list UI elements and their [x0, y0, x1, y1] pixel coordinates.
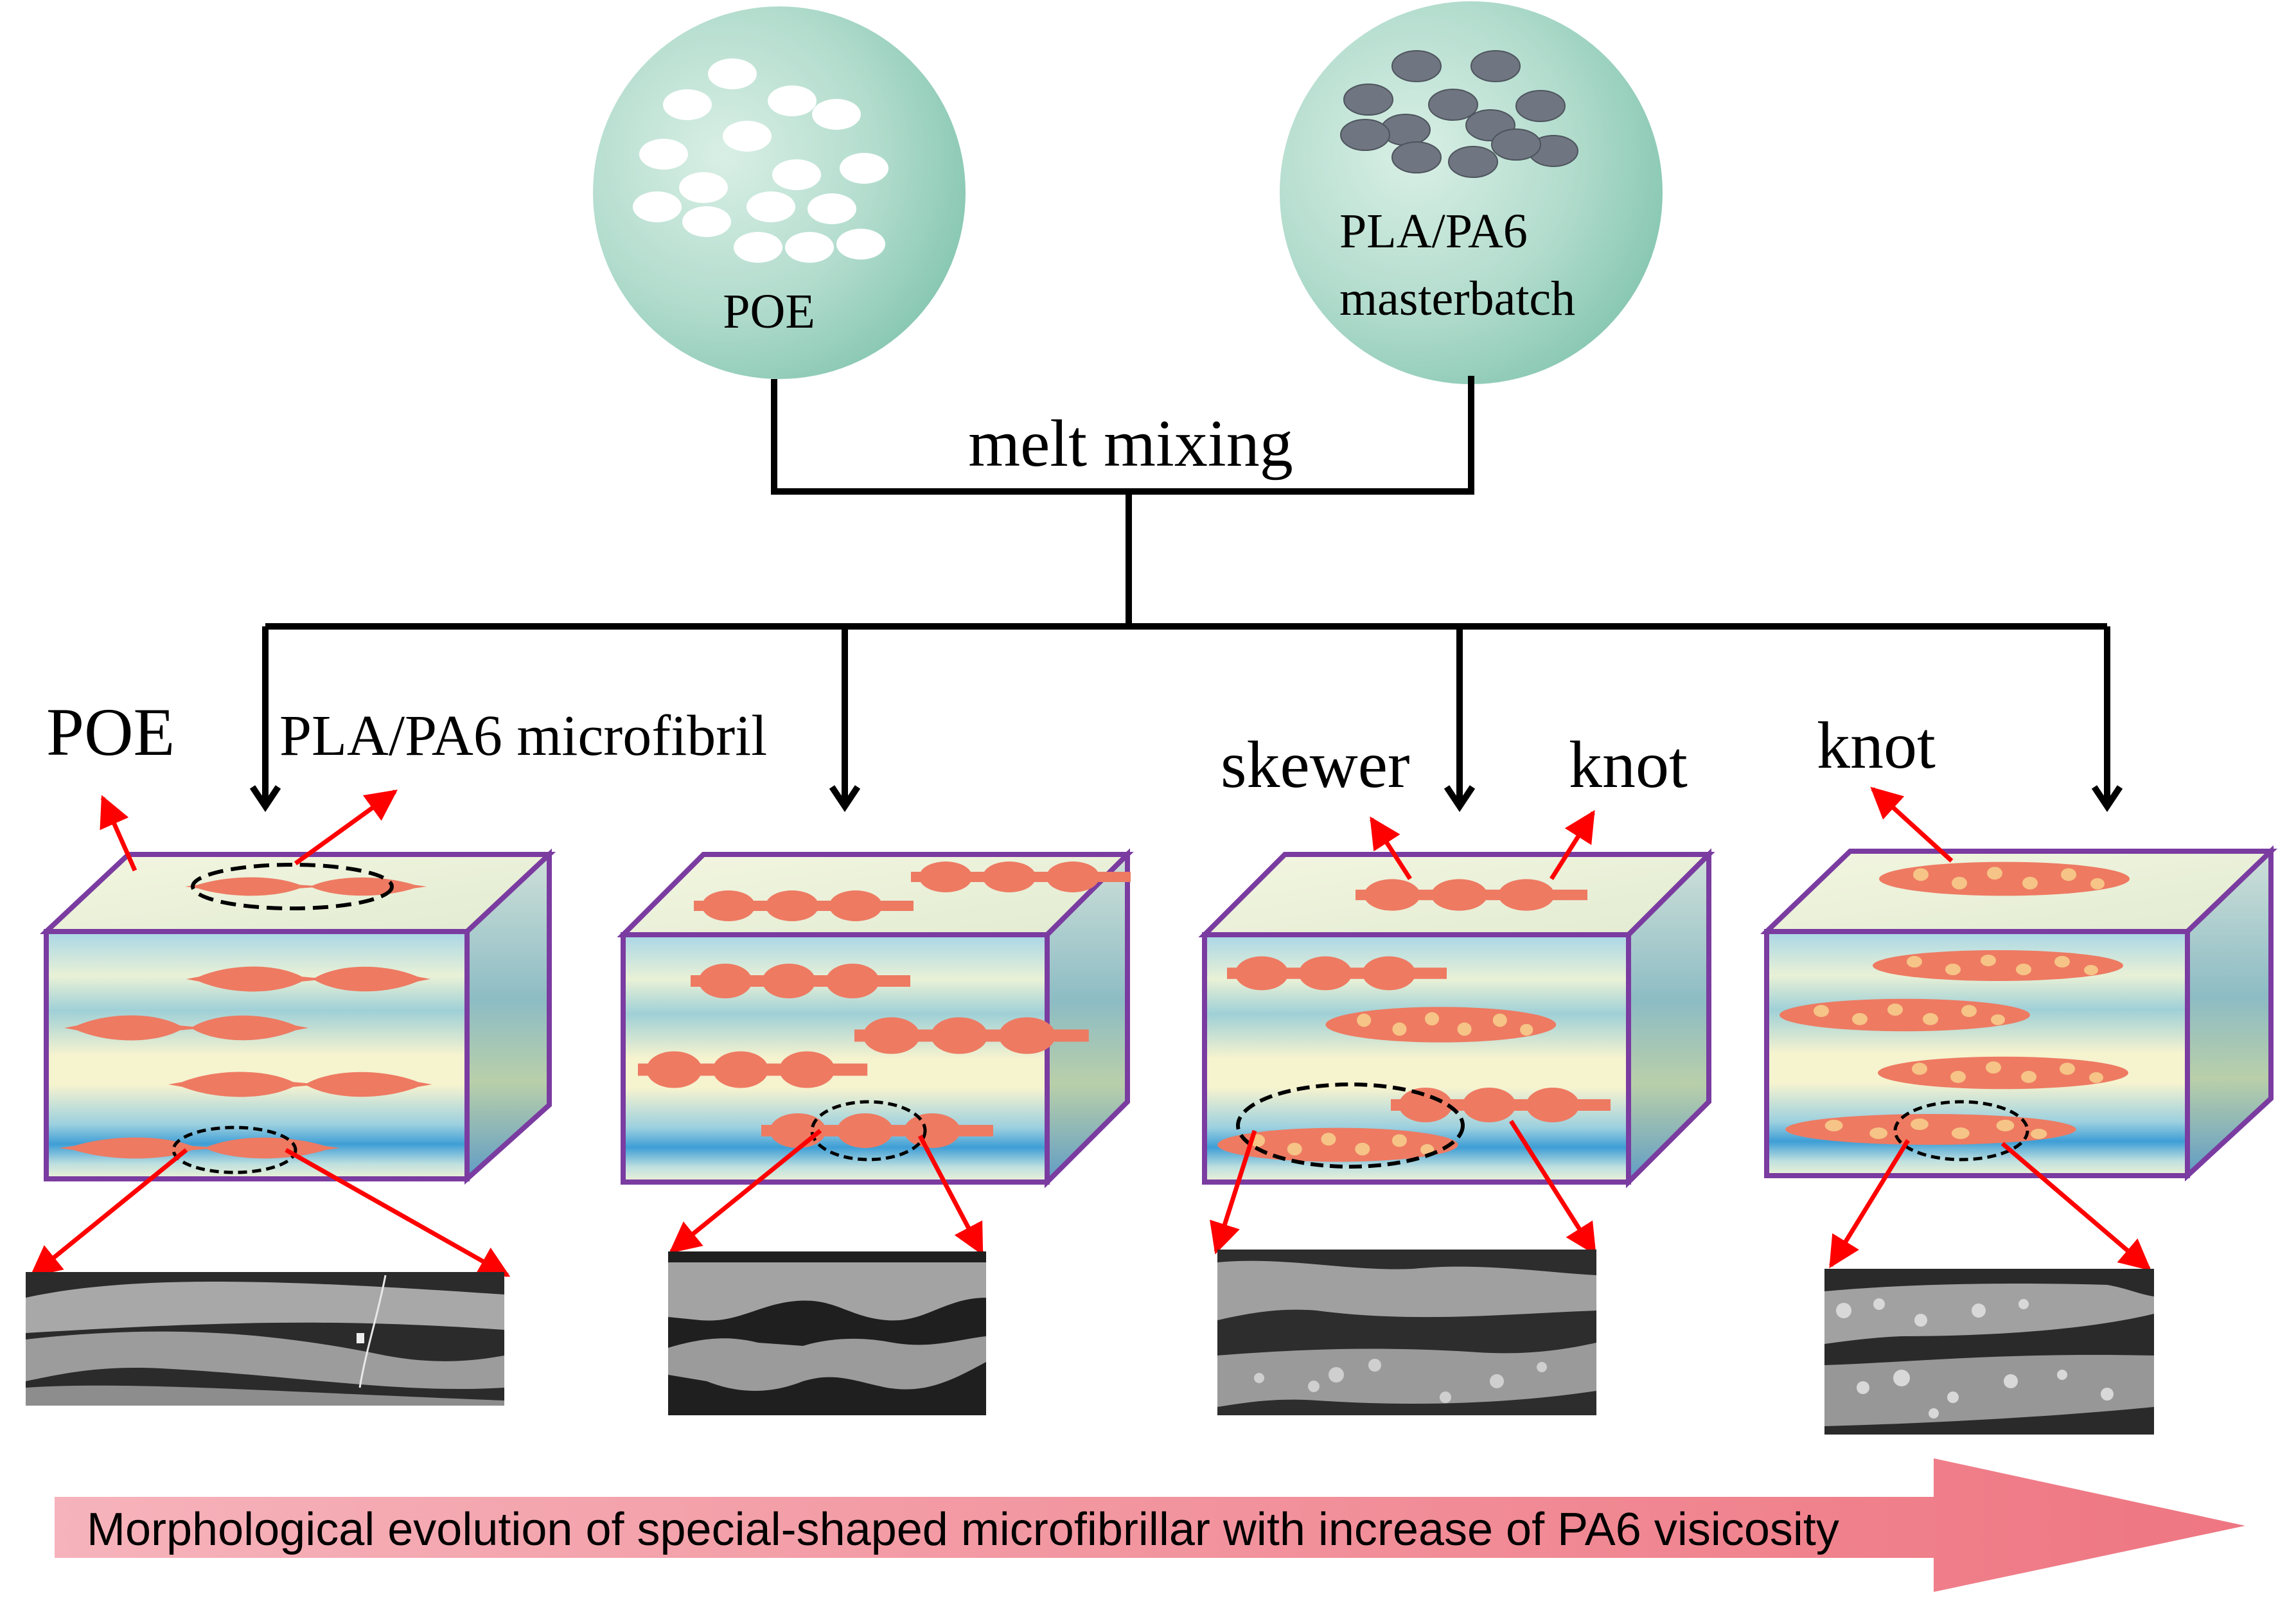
pla-pa6-masterbatch-pellet: PLA/PA6 masterbatch	[1280, 1, 1663, 384]
red-arrow-icon	[30, 786, 2151, 1278]
morphology-evolution-arrow: Morphological evolution of special-shape…	[55, 1458, 2245, 1592]
morphology-box-3	[1198, 848, 1715, 1188]
knot-callout-label-4: knot	[1817, 709, 1936, 782]
sem-micrograph-icon	[26, 1250, 2154, 1435]
morphology-box-1	[39, 848, 556, 1185]
flow-connector	[265, 376, 2107, 630]
evolution-arrow-text: Morphological evolution of special-shape…	[87, 1504, 1839, 1555]
morphology-box-4	[1760, 845, 2277, 1182]
poe-callout-label: POE	[46, 694, 175, 770]
masterbatch-label-line2: masterbatch	[1339, 272, 1575, 326]
poe-pellet-label: POE	[723, 285, 815, 339]
microfibril-callout-label: PLA/PA6 microfibril	[279, 704, 767, 768]
masterbatch-label-line1: PLA/PA6	[1339, 204, 1528, 258]
morphology-box-2	[617, 848, 1134, 1188]
knot-callout-label-3: knot	[1569, 728, 1688, 802]
melt-mixing-label: melt mixing	[968, 407, 1293, 481]
skewer-callout-label: skewer	[1221, 728, 1410, 802]
arrow-down-icon	[249, 626, 2123, 813]
poe-pellet: POE	[593, 6, 966, 379]
